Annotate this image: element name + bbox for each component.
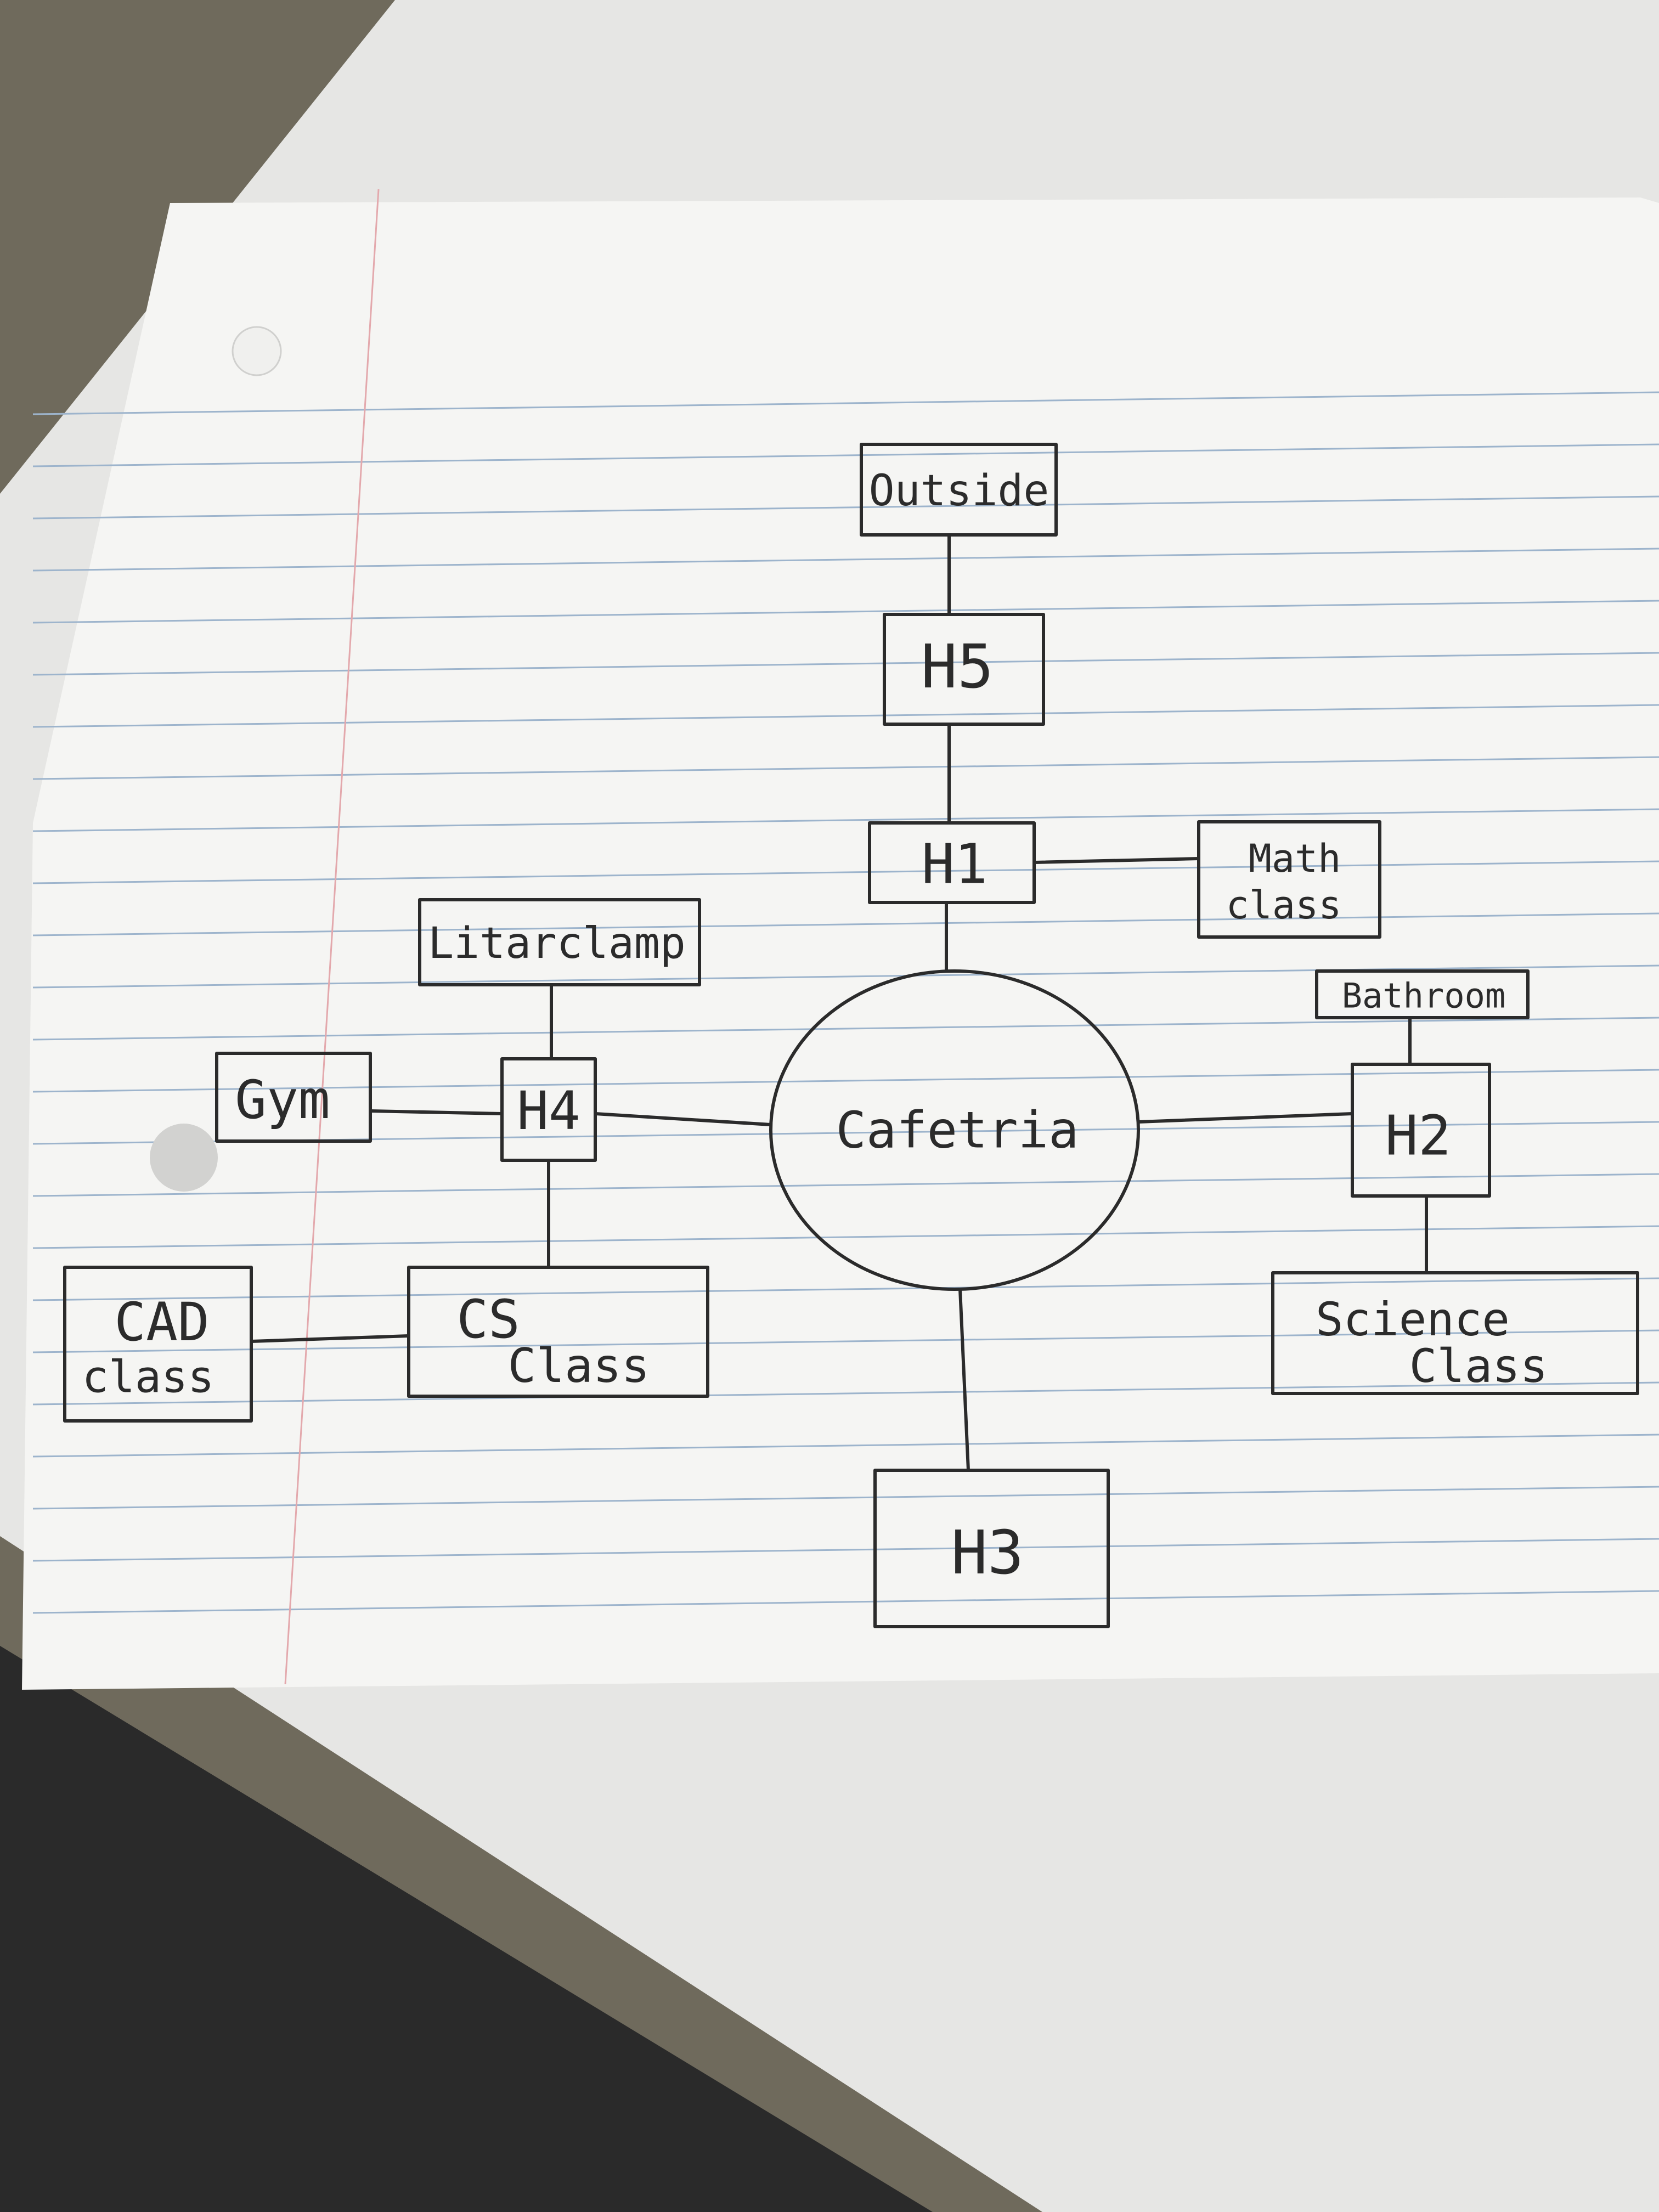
ruled-line — [32, 1538, 1659, 1562]
diagram-edges — [250, 533, 1428, 1472]
node-cafeteria: Cafetria — [769, 969, 1140, 1291]
ruled-line — [32, 1434, 1659, 1458]
ruled-line — [32, 1225, 1659, 1249]
node-h2-box — [1351, 1063, 1491, 1198]
binder-hole — [150, 1124, 218, 1192]
ruled-line — [32, 391, 1659, 415]
node-cafeteria-label: Cafetria — [836, 1101, 1079, 1160]
node-h5: H5 — [883, 613, 1045, 726]
node-bathroom: Bathroom — [1315, 969, 1530, 1019]
node-h4-label: H4 — [517, 1080, 580, 1142]
node-science-class-label-1: Science — [1316, 1293, 1510, 1346]
node-math-class: Math class — [1197, 820, 1381, 939]
ruled-line — [32, 1017, 1659, 1041]
ruled-line — [32, 912, 1659, 936]
node-h5-box — [883, 613, 1045, 726]
ruled-line — [32, 652, 1659, 676]
ruled-line — [32, 808, 1659, 832]
node-h3-label: H3 — [951, 1517, 1024, 1588]
edge-cad-cs — [250, 1334, 410, 1343]
ruled-line — [32, 964, 1659, 989]
ruled-line — [32, 443, 1659, 467]
ruled-lines — [32, 391, 1659, 1614]
node-library: Litarclamp — [418, 898, 701, 986]
node-bathroom-label: Bathroom — [1342, 976, 1506, 1016]
ruled-line — [32, 1069, 1659, 1093]
node-outside-box — [860, 443, 1058, 537]
node-science-class-label-2: Class — [1409, 1339, 1548, 1393]
node-h2: H2 — [1351, 1063, 1491, 1198]
node-cs-class-label-2: Class — [508, 1339, 650, 1393]
ruled-line — [32, 1329, 1659, 1353]
node-h5-label: H5 — [921, 631, 994, 702]
ruled-line — [32, 704, 1659, 728]
ruled-line — [32, 860, 1659, 884]
node-h1-label: H1 — [922, 832, 988, 896]
ruled-line — [32, 1381, 1659, 1406]
node-h1: H1 — [868, 821, 1036, 904]
ruled-line — [32, 1590, 1659, 1614]
node-cad-class-label-2: class — [82, 1352, 215, 1403]
node-h2-label: H2 — [1385, 1104, 1451, 1168]
diagram-nodes: Outside H5 H1 Math class Litarclamp Bath… — [63, 443, 1639, 1628]
node-cad-class: CAD class — [63, 1266, 253, 1423]
node-gym-label: Gym — [235, 1069, 330, 1131]
paper-sheet — [22, 198, 1659, 1690]
ruled-line — [32, 495, 1659, 520]
node-math-class-label-1: Math — [1249, 836, 1341, 881]
table-shadow — [0, 1646, 933, 2212]
node-h4: H4 — [500, 1057, 597, 1162]
node-cafeteria-circle — [769, 969, 1140, 1291]
node-math-class-box — [1197, 820, 1381, 939]
node-cad-class-box — [63, 1266, 253, 1423]
node-h4-box — [500, 1057, 597, 1162]
node-bathroom-box — [1315, 969, 1530, 1019]
node-cs-class-label-1: CS — [456, 1289, 520, 1350]
edge-cafeteria-h3 — [958, 1288, 970, 1472]
ruled-line — [32, 548, 1659, 572]
edge-h1-math — [1032, 857, 1200, 864]
margin-line — [284, 189, 380, 1685]
ruled-line — [32, 600, 1659, 624]
node-h3-box — [873, 1469, 1110, 1628]
ruled-line — [32, 1486, 1659, 1510]
node-gym-box — [215, 1052, 372, 1143]
node-science-class: Science Class — [1271, 1271, 1639, 1395]
edge-gym-h4 — [369, 1109, 504, 1115]
node-outside-label: Outside — [869, 466, 1049, 516]
node-h3: H3 — [873, 1469, 1110, 1628]
node-cad-class-label-1: CAD — [114, 1291, 209, 1353]
node-science-class-box — [1271, 1271, 1639, 1395]
node-cs-class: CS Class — [407, 1266, 709, 1398]
ruled-line — [32, 1277, 1659, 1301]
node-h1-box — [868, 821, 1036, 904]
ruled-line — [32, 1173, 1659, 1197]
node-library-box — [418, 898, 701, 986]
binder-hole — [232, 326, 282, 376]
node-outside: Outside — [860, 443, 1058, 537]
edge-cafeteria-h2 — [1137, 1112, 1354, 1124]
node-cs-class-box — [407, 1266, 709, 1398]
node-library-label: Litarclamp — [428, 919, 686, 968]
edge-h4-cafeteria — [594, 1112, 772, 1126]
node-math-class-label-2: class — [1226, 883, 1342, 928]
ruled-line — [32, 756, 1659, 780]
node-gym: Gym — [215, 1052, 372, 1143]
